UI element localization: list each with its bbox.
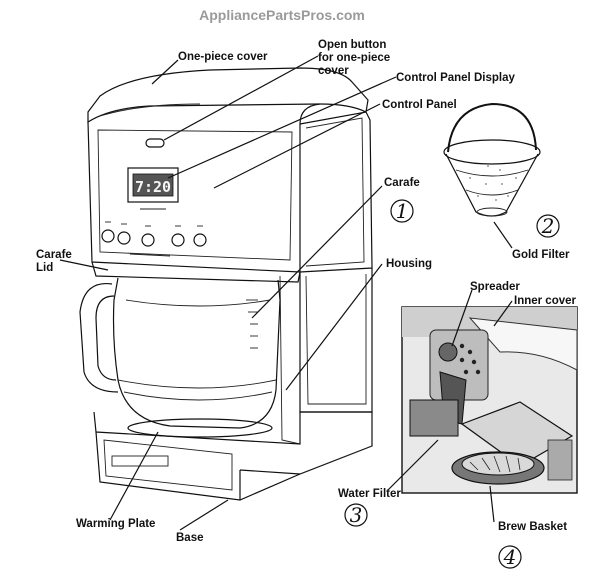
- label-control-panel-display: Control Panel Display: [396, 72, 515, 84]
- coffee-maker: 7:20: [79, 67, 373, 501]
- label-inner-cover: Inner cover: [514, 295, 577, 307]
- labels: One-piece cover Open button for one-piec…: [36, 39, 577, 544]
- label-open-button-line3: cover: [318, 65, 349, 77]
- brew-basket-inset: [401, 306, 578, 494]
- label-water-filter: Water Filter: [338, 488, 401, 500]
- figure-number-3: 3: [350, 503, 363, 527]
- figure-number-1: 1: [396, 199, 409, 223]
- one-piece-cover: [87, 67, 369, 124]
- label-control-panel: Control Panel: [382, 99, 457, 111]
- label-carafe-lid-line1: Carafe: [36, 249, 72, 261]
- label-gold-filter: Gold Filter: [512, 249, 570, 261]
- figure-numbers: 1 2 3 4: [344, 199, 560, 569]
- figure-number-2: 2: [541, 214, 555, 238]
- label-open-button-line1: Open button: [318, 39, 386, 51]
- carafe: [79, 277, 281, 429]
- control-panel-display: 7:20: [127, 167, 179, 203]
- label-brew-basket: Brew Basket: [498, 521, 567, 533]
- watermark: AppliancePartsPros.com: [199, 7, 365, 23]
- figure-number-4: 4: [503, 545, 517, 569]
- gold-filter: [443, 102, 541, 217]
- base: [93, 411, 373, 501]
- label-spreader: Spreader: [470, 281, 520, 293]
- open-button: [145, 138, 165, 148]
- label-housing: Housing: [386, 258, 432, 270]
- warming-plate: [127, 418, 273, 438]
- label-carafe: Carafe: [384, 177, 420, 189]
- label-base: Base: [176, 532, 204, 544]
- control-panel-buttons: [101, 208, 207, 257]
- carafe-lid: [91, 261, 301, 283]
- label-warming-plate: Warming Plate: [76, 518, 155, 530]
- display-clock: 7:20: [135, 178, 171, 196]
- label-one-piece-cover: One-piece cover: [178, 51, 268, 63]
- label-open-button-line2: for one-piece: [318, 52, 390, 64]
- housing-upper: [87, 103, 373, 273]
- leader-lines: [59, 55, 513, 531]
- label-carafe-lid-line2: Lid: [36, 262, 53, 274]
